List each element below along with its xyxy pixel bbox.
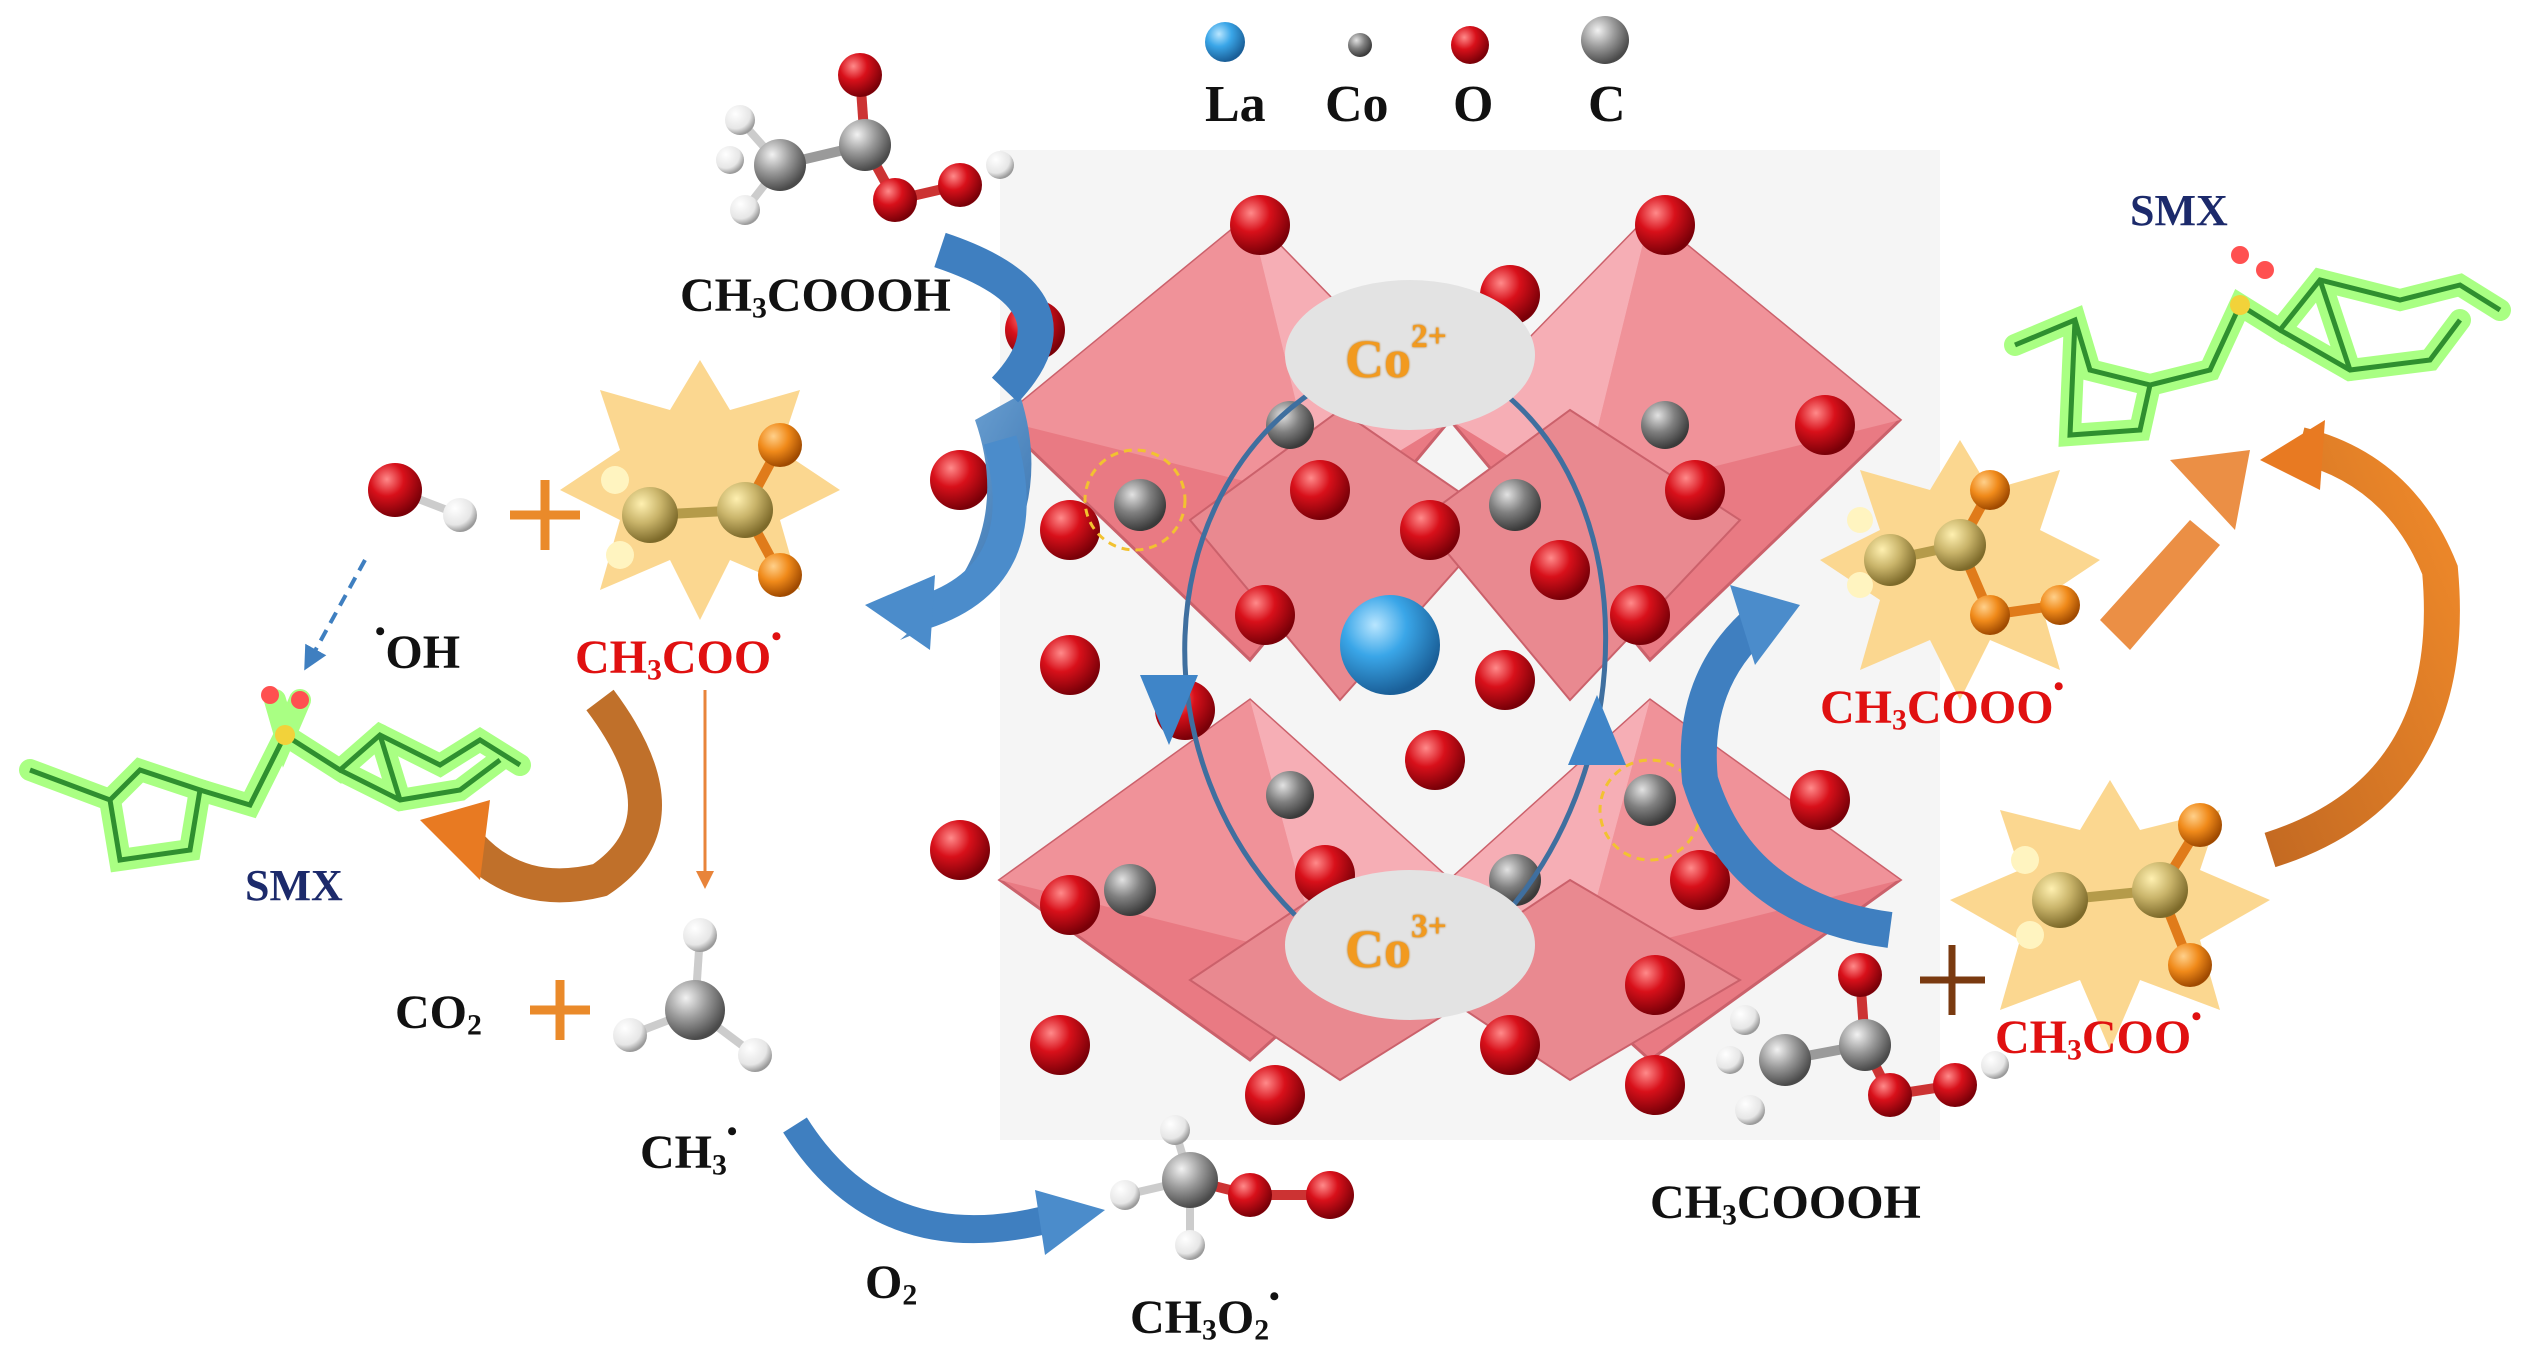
paa-molecule-top-left [716,53,1014,225]
legend-la-icon [1205,22,1245,62]
methylperoxyl-label: CH3O2• [1130,1280,1280,1347]
redox-cycle [1140,280,1626,1020]
acetyloxyl-molecule-left [601,423,802,597]
paa-label-top-left: CH3COOOH [680,269,951,325]
legend-o-icon [1451,26,1489,64]
blue-arrow-head-left [865,575,935,650]
acetylperoxyl-label: CH3COOO• [1820,670,2064,737]
legend-o-label: O [1453,76,1494,133]
blue-arrows [304,232,1893,1255]
brown-arrow-left [457,689,662,903]
legend-co-icon [1348,33,1372,57]
paa-molecule-bottom-right [1716,953,2009,1125]
plus-signs [510,480,1985,1040]
blue-arrow-head-right [1730,585,1800,665]
methyl-label: CH3• [640,1115,738,1182]
acetyloxyl-molecule-right [2011,803,2222,987]
blue-arrow-bottom [783,1117,1049,1244]
acetyloxyl-label-left: CH3COO• [575,620,782,687]
co-atoms [1104,401,1689,916]
cycle-arrow-up [1568,695,1626,765]
blue-arrow-right [1680,606,1893,948]
co2-label: CO2 [395,986,482,1042]
plus-sign-left [510,480,580,550]
la-atom [1340,595,1440,695]
hydroxyl-label: •OH [375,615,461,679]
smx-molecule-left [19,686,531,873]
smx-label-left: SMX [245,861,343,910]
legend-co-label: Co [1325,76,1389,133]
cycle-arrow-down [1140,675,1198,745]
oh-molecule [368,463,477,532]
co3plus-label: Co3+ [1345,908,1447,980]
acetylperoxyl-molecule [1847,470,2080,635]
dashed-oh-arrow [304,559,367,671]
legend-c-label: C [1588,76,1626,133]
atom-legend [1205,16,1629,64]
paa-label-bottom-right: CH3COOOH [1650,1176,1921,1232]
methyl-molecule [613,918,772,1072]
plus-sign-right [1920,945,1985,1015]
acetyloxyl-label-right: CH3COO• [1995,1000,2202,1067]
smx-label-right: SMX [2130,186,2228,235]
smx-molecule-right [2004,246,2511,447]
co3plus-ellipse [1285,870,1535,1020]
orange-arrow-up [2100,520,2220,650]
active-site-ring-left [1083,448,1187,552]
co2plus-label: Co2+ [1345,318,1447,390]
methylperoxyl-molecule [1110,1115,1354,1260]
co2plus-ellipse [1285,280,1535,430]
orange-arrows [420,420,2460,903]
legend-la-label: La [1205,76,1266,133]
plus-sign-co2 [530,980,590,1040]
legend-c-icon [1581,16,1629,64]
o2-label: O2 [865,1256,918,1312]
blue-arrow-top-left [934,232,1054,403]
orange-arrow-curve-right [2264,427,2460,868]
